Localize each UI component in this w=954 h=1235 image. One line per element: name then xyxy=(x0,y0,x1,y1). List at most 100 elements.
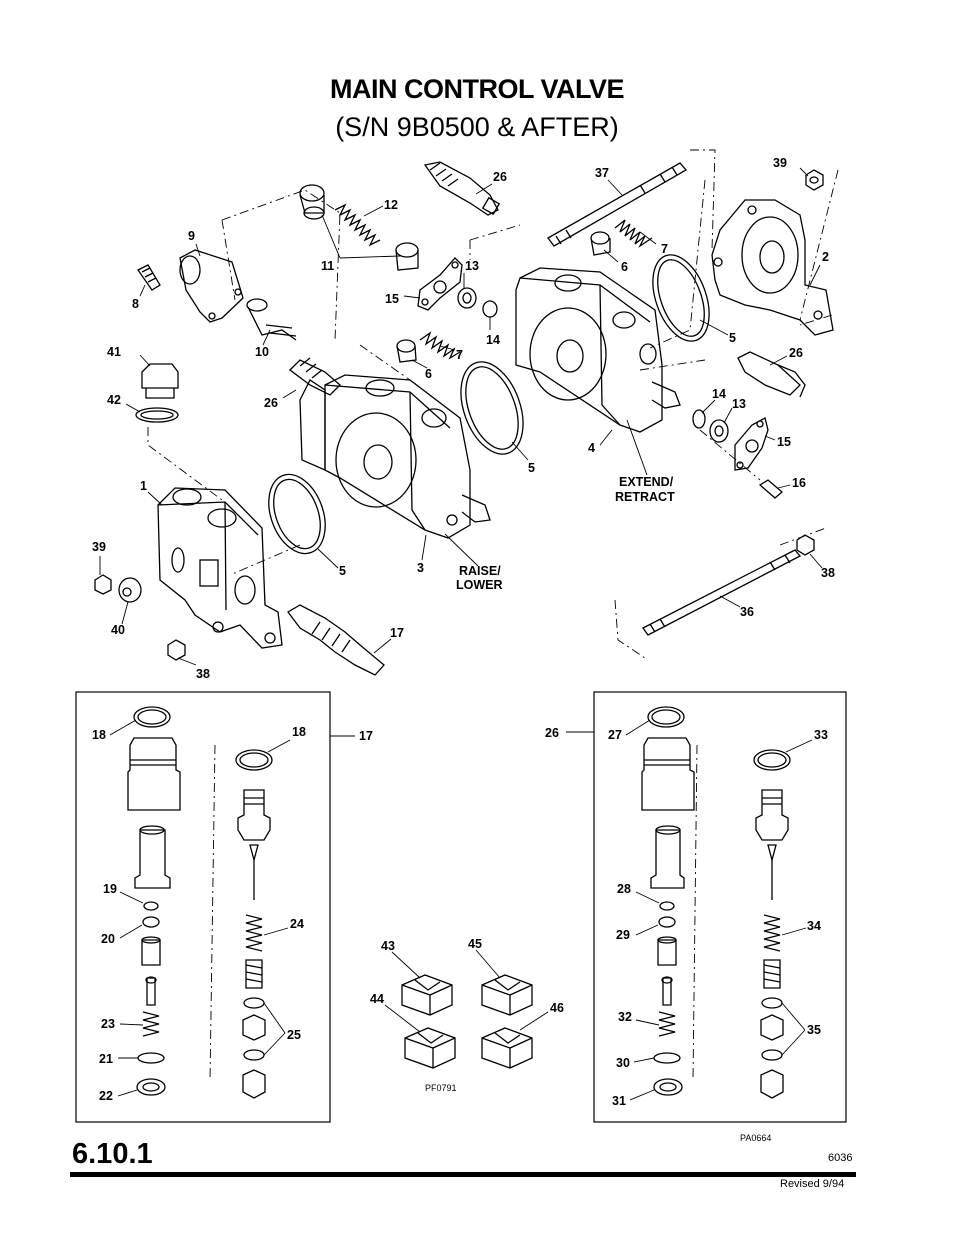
o-ring-5-top xyxy=(652,254,710,342)
callout-2: 2 xyxy=(822,250,829,264)
nut-38-right xyxy=(796,534,815,556)
rod-37 xyxy=(547,162,688,247)
spool-cap-11 xyxy=(299,184,325,220)
callout-3: 3 xyxy=(417,561,424,575)
callout-1: 1 xyxy=(140,479,147,493)
callout-26: 26 xyxy=(493,170,507,184)
callout-7: 7 xyxy=(661,242,668,256)
kit-box-45 xyxy=(481,974,533,1016)
leader-lines xyxy=(99,167,823,666)
callout-33: 33 xyxy=(814,728,828,742)
callout-4: 4 xyxy=(588,441,595,455)
relief-valve-26-top xyxy=(423,161,501,216)
callout-7b: 7 xyxy=(456,348,463,362)
callout-29: 29 xyxy=(616,928,630,942)
callout-39b: 39 xyxy=(92,540,106,554)
callout-22: 22 xyxy=(99,1089,113,1103)
callout-31: 31 xyxy=(612,1094,626,1108)
spool-guide-11b xyxy=(395,242,419,271)
o-ring-5-lower xyxy=(268,473,326,555)
callout-23: 23 xyxy=(101,1017,115,1031)
callout-6b: 6 xyxy=(425,367,432,381)
callout-39: 39 xyxy=(773,156,787,170)
kit-leaders xyxy=(384,949,549,1033)
callout-5: 5 xyxy=(729,331,736,345)
callout-34: 34 xyxy=(807,919,821,933)
right-detail-parts xyxy=(641,706,791,1099)
callout-30: 30 xyxy=(616,1056,630,1070)
callout-15b: 15 xyxy=(777,435,791,449)
callout-25: 25 xyxy=(287,1028,301,1042)
callout-14b: 14 xyxy=(712,387,726,401)
label-extend: EXTEND/ xyxy=(619,475,674,489)
o-ring-42 xyxy=(135,407,179,423)
callout-5c: 5 xyxy=(339,564,346,578)
detail-box-26 xyxy=(593,691,847,1123)
callout-14: 14 xyxy=(486,333,500,347)
section-number: 6.10.1 xyxy=(72,1138,153,1170)
callout-20: 20 xyxy=(101,932,115,946)
callout-21: 21 xyxy=(99,1052,113,1066)
plug-41 xyxy=(141,363,179,399)
kit-box-46 xyxy=(481,1027,533,1069)
footer-rule xyxy=(70,1172,856,1177)
callout-12: 12 xyxy=(384,198,398,212)
o-ring-14-right xyxy=(692,409,706,429)
callout-40: 40 xyxy=(111,623,125,637)
callout-41: 41 xyxy=(107,345,121,359)
seal-13-top xyxy=(457,287,477,309)
nut-39-lower xyxy=(94,574,112,595)
callout-38b: 38 xyxy=(196,667,210,681)
callout-6: 6 xyxy=(621,260,628,274)
callout-16: 16 xyxy=(792,476,806,490)
left-detail-leaders xyxy=(109,719,291,1097)
alignment-lines xyxy=(147,149,839,1081)
plate-15 xyxy=(417,257,463,311)
callout-10: 10 xyxy=(255,345,269,359)
o-ring-5-middle xyxy=(460,361,524,455)
callout-18b: 18 xyxy=(292,725,306,739)
relief-valve-26-right xyxy=(737,351,806,398)
callout-36: 36 xyxy=(740,605,754,619)
callout-17: 17 xyxy=(390,626,404,640)
seal-40 xyxy=(118,577,142,603)
revised-date: Revised 9/94 xyxy=(780,1178,845,1190)
callout-11: 11 xyxy=(321,259,334,273)
spring-12 xyxy=(334,203,381,247)
spring-7-middle xyxy=(419,331,461,360)
seal-13-right xyxy=(709,419,729,443)
callout-26c: 26 xyxy=(789,346,803,360)
callout-44: 44 xyxy=(370,992,384,1006)
callout-28: 28 xyxy=(617,882,631,896)
kit-box-43 xyxy=(401,974,453,1016)
callout-27: 27 xyxy=(608,728,622,742)
callout-9: 9 xyxy=(188,229,195,243)
valve-section-3 xyxy=(299,374,491,539)
label-raise: RAISE/ xyxy=(459,564,501,578)
callout-24: 24 xyxy=(290,917,304,931)
spool-10 xyxy=(246,298,297,341)
cap-6-top xyxy=(590,231,611,256)
callout-42: 42 xyxy=(107,393,121,407)
kit-box-44 xyxy=(404,1027,456,1069)
relief-valve-17 xyxy=(287,604,385,676)
left-detail-parts xyxy=(127,706,273,1099)
screw-16 xyxy=(758,479,783,499)
end-cap-2 xyxy=(711,199,834,336)
right-detail-leaders xyxy=(625,719,813,1101)
housing-9 xyxy=(179,249,244,323)
page-title: MAIN CONTROL VALVE xyxy=(330,74,625,104)
callout-13: 13 xyxy=(465,259,479,273)
callout-32: 32 xyxy=(618,1010,632,1024)
nut-39-top xyxy=(805,169,824,191)
relief-valve-26-middle xyxy=(289,357,341,396)
callout-45: 45 xyxy=(468,937,482,951)
inlet-section-1 xyxy=(157,487,283,649)
callout-26b: 26 xyxy=(264,396,278,410)
callout-labels: 39 2 37 26 12 9 11 13 15 8 7 6 14 5 10 4… xyxy=(92,156,835,1143)
callout-19: 19 xyxy=(103,882,117,896)
cap-6-middle xyxy=(396,339,417,363)
label-lower: LOWER xyxy=(456,578,503,592)
callout-46: 46 xyxy=(550,1001,564,1015)
